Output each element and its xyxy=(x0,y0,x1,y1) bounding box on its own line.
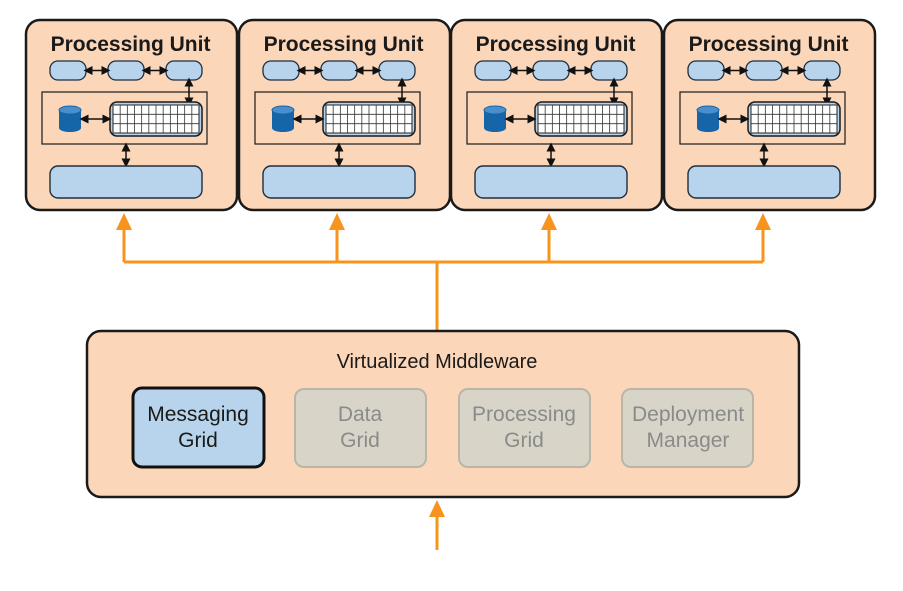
messaging-grid-box xyxy=(131,386,266,469)
database-bottom xyxy=(484,124,506,132)
middleware-title: Virtualized Middleware xyxy=(337,351,538,373)
orange-connector-network xyxy=(116,213,771,550)
service-pill xyxy=(49,60,87,81)
database-icon xyxy=(271,105,295,115)
arrowhead-unit-1 xyxy=(116,213,132,230)
processing-unit-4: Processing Unit xyxy=(662,18,877,212)
data-grid-label-2: Grid xyxy=(340,429,380,452)
database-icon xyxy=(58,105,82,115)
deployment-manager-label-1: Deployment xyxy=(632,403,744,426)
database-bottom xyxy=(272,124,294,132)
processing-unit-1: Processing Unit xyxy=(24,18,239,212)
processing-grid-label-2: Grid xyxy=(504,429,544,452)
database-body xyxy=(697,110,719,128)
service-pill xyxy=(803,60,841,81)
deployment-manager-box xyxy=(621,388,754,468)
database-body xyxy=(59,110,81,128)
data-grid-label-1: Data xyxy=(338,403,383,426)
service-pill xyxy=(165,60,203,81)
processing-unit-title: Processing Unit xyxy=(264,33,424,56)
database-icon xyxy=(696,105,720,115)
deployment-manager-label-2: Manager xyxy=(647,429,730,452)
service-pill xyxy=(474,60,512,81)
service-pill xyxy=(262,60,300,81)
processing-units: Processing Unit Processing Unit Processing… xyxy=(24,18,877,212)
service-pill xyxy=(378,60,416,81)
service-pill xyxy=(532,60,570,81)
arrowhead-unit-3 xyxy=(541,213,557,230)
arrowhead-unit-2 xyxy=(329,213,345,230)
service-pill xyxy=(590,60,628,81)
processing-bar xyxy=(262,165,416,199)
database-bottom xyxy=(697,124,719,132)
messaging-grid-label-2: Grid xyxy=(178,429,218,452)
processing-unit-3: Processing Unit xyxy=(449,18,664,212)
processing-bar xyxy=(49,165,203,199)
service-pill xyxy=(320,60,358,81)
processing-bar xyxy=(474,165,628,199)
arrowhead-middleware-input xyxy=(429,500,445,517)
middleware-panel: Virtualized Middleware Messaging Grid Da… xyxy=(85,329,801,499)
database-body xyxy=(272,110,294,128)
processing-unit-2: Processing Unit xyxy=(237,18,452,212)
service-pill xyxy=(687,60,725,81)
data-grid-box xyxy=(294,388,427,468)
processing-grid-box xyxy=(458,388,591,468)
messaging-grid-label-1: Messaging xyxy=(147,403,249,426)
processing-unit-title: Processing Unit xyxy=(476,33,636,56)
service-pill xyxy=(107,60,145,81)
database-icon xyxy=(483,105,507,115)
database-bottom xyxy=(59,124,81,132)
processing-bar xyxy=(687,165,841,199)
service-pill xyxy=(745,60,783,81)
processing-grid-label-1: Processing xyxy=(472,403,576,426)
processing-unit-title: Processing Unit xyxy=(689,33,849,56)
database-body xyxy=(484,110,506,128)
processing-unit-title: Processing Unit xyxy=(51,33,211,56)
arrowhead-unit-4 xyxy=(755,213,771,230)
